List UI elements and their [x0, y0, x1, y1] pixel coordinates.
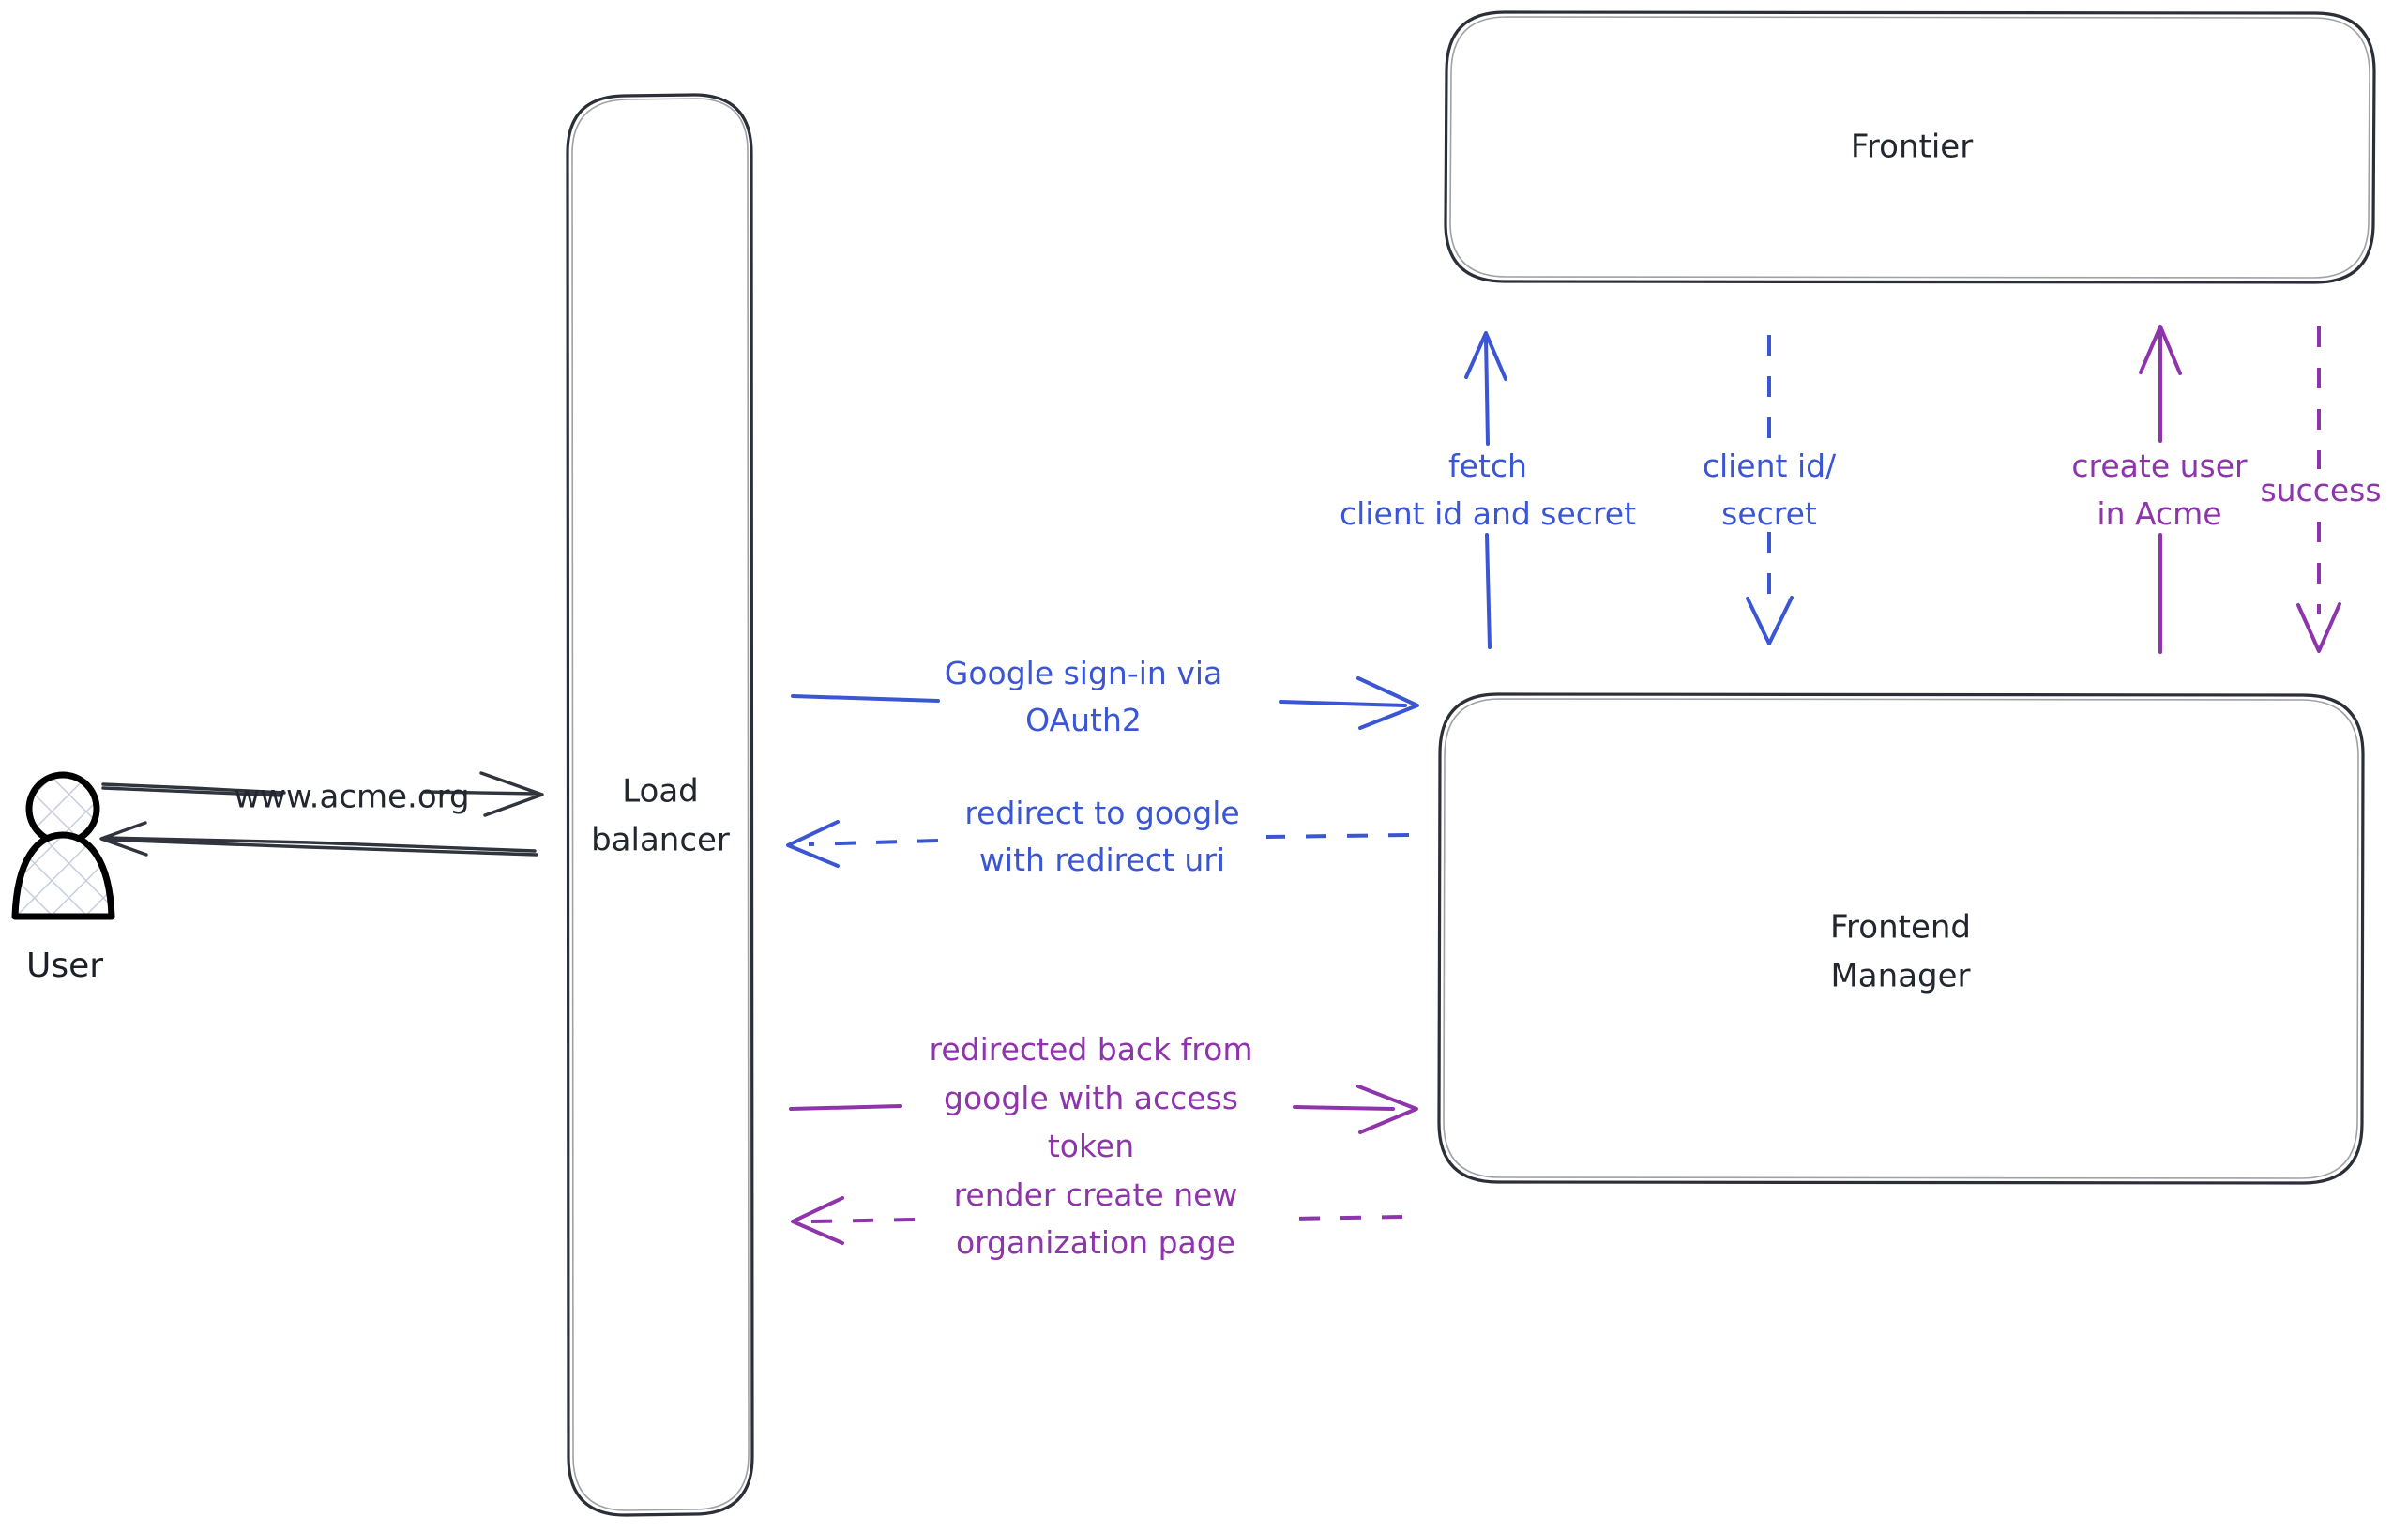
edge-frontier-to-fm-client-credentials: client id/ secret: [1703, 335, 1837, 645]
edge-fetch-credentials-label-line2: client id and secret: [1340, 495, 1636, 532]
edge-fetch-credentials-label-line1: fetch: [1448, 447, 1527, 484]
frontend-manager-label-line1: Frontend: [1830, 909, 1971, 947]
edge-client-credentials-label-line2: secret: [1721, 495, 1817, 532]
edge-create-user-label-line1: create user: [2071, 447, 2248, 484]
edge-google-signin-label-line2: OAuth2: [1025, 702, 1142, 738]
edge-fm-to-lb-redirect-google: redirect to google with redirect uri: [786, 795, 1410, 878]
load-balancer-label-line2: balancer: [591, 822, 730, 859]
user-person-icon: [11, 771, 115, 920]
edge-render-org-label-line1: render create new: [954, 1176, 1238, 1213]
edge-access-token-label-line1: redirected back from: [930, 1031, 1253, 1068]
edge-fm-to-lb-render-org-page: render create new organization page: [791, 1176, 1403, 1261]
edge-user-to-load-balancer: www.acme.org: [101, 771, 544, 817]
edge-load-balancer-to-user: [99, 821, 538, 857]
edge-success-label: success: [2260, 472, 2381, 508]
edge-redirect-google-label-line2: with redirect uri: [979, 842, 1225, 878]
edge-client-credentials-label-line1: client id/: [1703, 447, 1837, 484]
node-frontier[interactable]: Frontier: [1444, 10, 2376, 284]
frontend-manager-label-line2: Manager: [1830, 958, 1970, 995]
edge-access-token-label-line2: google with access: [944, 1080, 1238, 1116]
edge-google-signin-label-line1: Google sign-in via: [945, 655, 1222, 691]
edge-create-user-label-line2: in Acme: [2097, 495, 2221, 532]
edge-render-org-label-line2: organization page: [956, 1224, 1235, 1261]
edge-frontier-to-fm-success: success: [2260, 326, 2382, 653]
edge-lb-to-fm-access-token: redirected back from google with access …: [789, 1031, 1418, 1164]
node-frontend-manager[interactable]: Frontend Manager: [1437, 692, 2365, 1185]
actor-user-label: User: [26, 947, 103, 985]
edge-redirect-google-label-line1: redirect to google: [964, 795, 1239, 831]
edge-fm-to-frontier-fetch-credentials: fetch client id and secret: [1340, 331, 1636, 649]
edge-access-token-label-line3: token: [1048, 1128, 1134, 1164]
node-load-balancer[interactable]: Load balancer: [566, 93, 754, 1517]
load-balancer-label-line1: Load: [622, 773, 699, 811]
frontier-label: Frontier: [1851, 129, 1973, 166]
edge-lb-to-fm-google-signin: Google sign-in via OAuth2: [791, 655, 1419, 738]
edge-fm-to-frontier-create-user: create user in Acme: [2071, 325, 2248, 654]
edge-user-to-lb-label: www.acme.org: [234, 779, 469, 816]
actor-user: User: [11, 771, 115, 985]
